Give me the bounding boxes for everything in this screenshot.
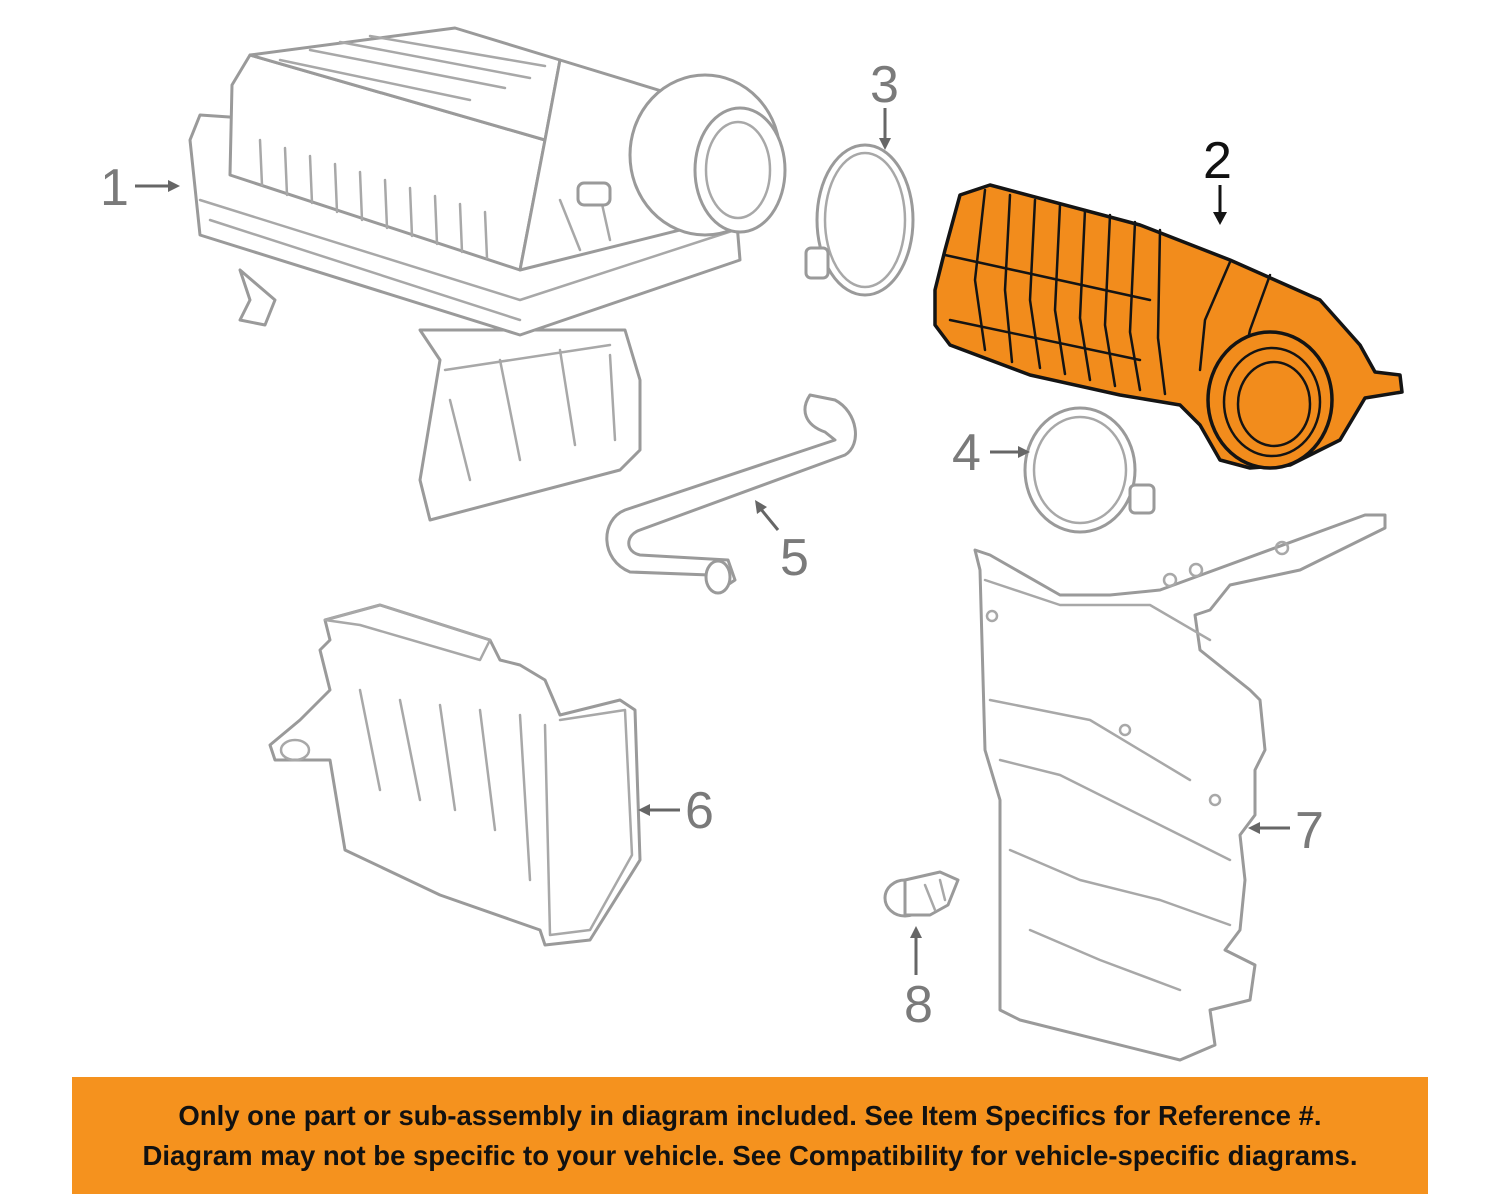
clamp-lower [1023, 406, 1156, 534]
callout-3: 3 [870, 56, 899, 114]
leader-lines [135, 108, 1290, 975]
callout-8: 8 [904, 976, 933, 1034]
heat-shield-panel [973, 513, 1387, 1062]
clamp-upper [804, 143, 915, 297]
callout-7: 7 [1295, 802, 1324, 860]
air-duct-resonator [268, 603, 642, 947]
air-cleaner-assembly [188, 26, 787, 522]
callout-1: 1 [100, 159, 129, 217]
disclaimer-line-2: Diagram may not be specific to your vehi… [142, 1139, 1358, 1171]
callout-4: 4 [952, 424, 981, 482]
callout-5: 5 [780, 529, 809, 587]
breather-hose [605, 393, 857, 595]
air-intake-hose [933, 183, 1404, 470]
disclaimer-line-1: Only one part or sub-assembly in diagram… [178, 1099, 1322, 1131]
callout-2: 2 [1203, 132, 1232, 190]
push-pin-fastener [883, 870, 960, 918]
disclaimer-banner: Only one part or sub-assembly in diagram… [72, 1077, 1428, 1194]
callout-6: 6 [685, 782, 714, 840]
